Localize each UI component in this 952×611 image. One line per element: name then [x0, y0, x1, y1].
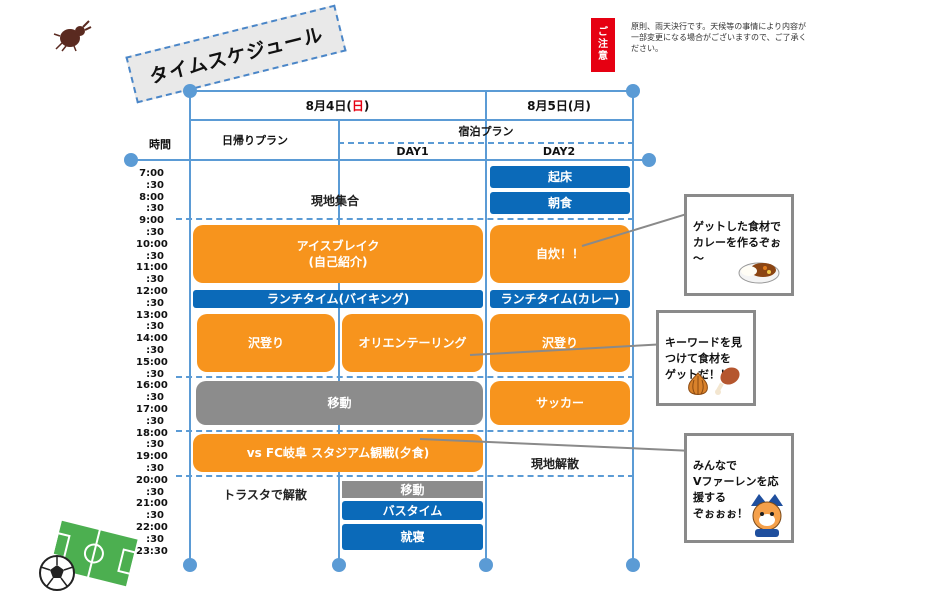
grid-line [485, 91, 487, 566]
time-label: :30 [146, 486, 164, 498]
wakeup-block: 起床 [490, 166, 630, 188]
time-label: 22:00 [136, 522, 168, 533]
time-label: :30 [146, 250, 164, 262]
time-label: :30 [146, 415, 164, 427]
time-label: :30 [146, 179, 164, 191]
grid-dot [642, 153, 656, 167]
grid-dot [626, 558, 640, 572]
grid-dot [124, 153, 138, 167]
time-label: 21:00 [136, 498, 168, 510]
notice-text: 原則、雨天決行です。天候等の事情により内容が一部変更になる場合がございますので、… [631, 22, 807, 53]
time-label: :30 [146, 392, 164, 404]
day1-date-header: 8月4日(日) [190, 97, 485, 114]
time-label: 16:00 [136, 380, 168, 392]
grid-dot [183, 558, 197, 572]
curry-callout: ゲットした食材で カレーを作るぞぉ ～ [684, 194, 794, 296]
soccer-block: サッカー [490, 381, 630, 425]
dismiss-local-label: 現地解散 [530, 457, 579, 471]
day1-weekday: 日 [351, 99, 364, 113]
grid-line [632, 91, 634, 566]
time-label: 17:00 [136, 404, 168, 415]
time-label: 23:30 [136, 545, 168, 557]
time-label: 9:00 [139, 215, 164, 227]
lunch-curry-block: ランチタイム(カレー) [490, 290, 630, 308]
sleep-block: 就寝 [342, 524, 483, 550]
grid-line [176, 376, 634, 378]
gather-label: 現地集合 [310, 194, 359, 208]
grid-line [176, 218, 634, 220]
time-label: :30 [146, 345, 164, 356]
grid-line [189, 119, 634, 121]
soccer-ball-icon [39, 555, 75, 591]
time-label: :30 [146, 274, 164, 286]
notice-badge-text: ご 注 意 [598, 27, 608, 62]
grid-line [176, 475, 634, 477]
move-block: 移動 [196, 381, 483, 425]
time-label: :30 [146, 227, 164, 238]
time-label: 15:00 [136, 356, 168, 368]
cheer-callout: みんなで Vファーレンを応 援する ぞぉぉぉ！ [684, 433, 794, 543]
grid-dot [332, 558, 346, 572]
time-label: 7:00 [139, 168, 164, 179]
bath-block: バスタイム [342, 501, 483, 520]
page-title: タイムスケジュール [125, 4, 347, 104]
time-label: 14:00 [136, 333, 168, 345]
grid-line [189, 91, 191, 566]
time-label: :30 [146, 297, 164, 309]
move2-block: 移動 [342, 481, 483, 498]
icebreak-block: アイスブレイク (自己紹介) [193, 225, 483, 283]
time-label: :30 [146, 203, 164, 215]
time-label: :30 [146, 510, 164, 522]
notice-badge: ご 注 意 [591, 18, 615, 72]
keyword-callout: キーワードを見 つけて食材を ゲットだ！！ [656, 310, 756, 406]
lunch-buffet-block: ランチタイム(バイキング) [193, 290, 483, 308]
time-label: :30 [146, 463, 164, 474]
stay-plan-header: 宿泊プラン [458, 125, 514, 138]
time-label: 11:00 [136, 262, 168, 274]
time-label: 12:00 [136, 286, 168, 297]
beetle-icon [53, 20, 92, 52]
time-label: :30 [146, 321, 164, 333]
time-label: 13:00 [136, 309, 168, 321]
grid-line [176, 430, 634, 432]
grid-dot [479, 558, 493, 572]
orienteering-block: オリエンテーリング [342, 314, 483, 372]
sawanobori-block-2: 沢登り [490, 314, 630, 372]
dismiss-torasuta-label: トラスタで解散 [223, 488, 307, 502]
onion-icon [688, 372, 708, 395]
time-label: :30 [146, 439, 164, 451]
sawanobori-block-1: 沢登り [197, 314, 335, 372]
day-trip-plan-header: 日帰りプラン [222, 134, 288, 147]
cooking-block: 自炊！！ [490, 225, 630, 283]
time-label: 20:00 [136, 474, 168, 486]
grid-dot [183, 84, 197, 98]
grid-line [338, 120, 340, 566]
curry-callout-text: ゲットした食材で カレーを作るぞぉ ～ [693, 220, 781, 265]
curry-icon [738, 262, 780, 284]
day1-close-paren: ) [363, 99, 370, 113]
cheer-callout-text: みんなで Vファーレンを応 援する ぞぉぉぉ！ [693, 459, 779, 520]
day1-tag: DAY1 [396, 145, 429, 158]
time-label: :30 [146, 368, 164, 380]
time-label: 8:00 [139, 191, 164, 203]
time-label: 10:00 [136, 238, 168, 250]
time-label: 19:00 [136, 451, 168, 463]
meat-icon [715, 367, 740, 395]
mascot-icon [751, 494, 783, 537]
grid-line [338, 142, 634, 144]
grid-line [189, 90, 634, 92]
time-column-header: 時間 [149, 138, 171, 151]
time-label: :30 [146, 533, 164, 545]
breakfast-block: 朝食 [490, 192, 630, 214]
grid-line [130, 159, 648, 161]
day2-date-header: 8月5日(月) [527, 99, 591, 113]
time-label: 18:00 [136, 427, 168, 439]
grid-dot [626, 84, 640, 98]
day2-tag: DAY2 [542, 145, 576, 158]
day1-date-text: 8月4日( [305, 99, 352, 113]
